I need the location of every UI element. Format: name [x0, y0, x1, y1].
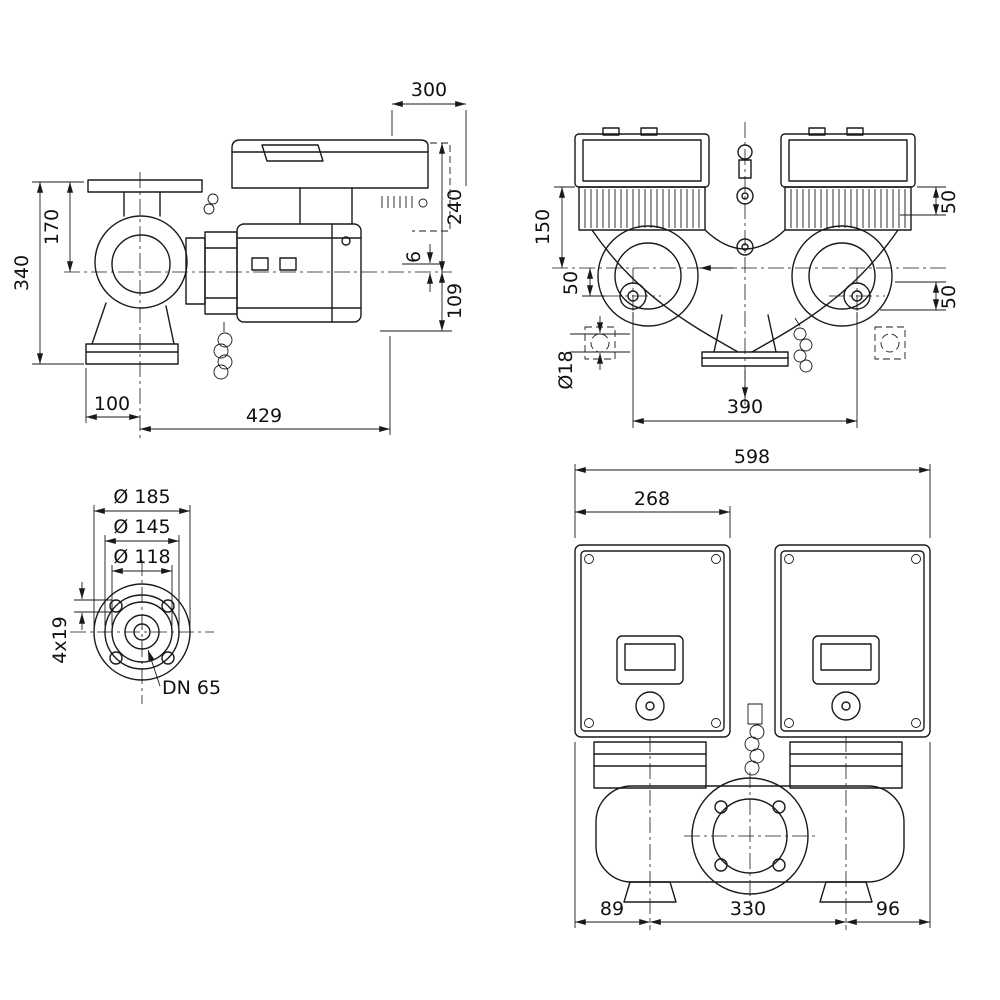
front-view-centerlines — [649, 736, 847, 930]
dim-label-50-left: 50 — [560, 271, 582, 295]
dim-label-150: 150 — [532, 209, 554, 245]
dim-label-50-right-top: 50 — [938, 190, 960, 214]
front-view-dimensions — [574, 464, 931, 928]
dim-label-dia145: Ø 145 — [113, 516, 170, 538]
dim-label-340: 340 — [11, 255, 33, 291]
dim-label-390: 390 — [727, 396, 763, 418]
dim-label-4x19: 4x19 — [49, 616, 71, 664]
front-view-details — [584, 554, 921, 776]
front-view-outline — [574, 544, 931, 903]
dim-label-429: 429 — [246, 405, 282, 427]
flange-centerlines — [70, 560, 214, 704]
dim-label-50-right-bottom: 50 — [938, 285, 960, 309]
side-view-clearance-hidden — [412, 142, 451, 232]
dim-label-330: 330 — [730, 898, 766, 920]
flange-view: Ø 185 Ø 145 Ø 118 4x19 DN 65 — [49, 486, 221, 704]
dim-label-598: 598 — [734, 446, 770, 468]
side-view: 300 170 340 240 109 6 100 429 — [11, 79, 467, 438]
side-view-details — [203, 193, 428, 380]
dim-label-dn65: DN 65 — [162, 677, 221, 699]
side-view-centerlines — [64, 172, 452, 438]
top-view: 150 50 50 50 Ø18 390 — [532, 122, 960, 428]
dim-label-109: 109 — [444, 283, 466, 319]
dim-label-100: 100 — [94, 393, 130, 415]
front-view: 598 268 89 330 96 — [574, 446, 931, 930]
flange-dimensions — [74, 505, 191, 687]
dim-label-240: 240 — [444, 189, 466, 225]
top-view-dimensions — [554, 186, 946, 428]
dim-label-300: 300 — [411, 79, 447, 101]
dim-label-dia18: Ø18 — [555, 350, 577, 389]
dim-label-dia185: Ø 185 — [113, 486, 170, 508]
dim-label-96: 96 — [876, 898, 900, 920]
dim-label-170: 170 — [41, 209, 63, 245]
dim-label-268: 268 — [634, 488, 670, 510]
dim-label-89: 89 — [600, 898, 624, 920]
side-view-outline — [85, 139, 429, 365]
dim-label-dia118: Ø 118 — [113, 546, 170, 568]
top-view-centerlines — [552, 122, 948, 405]
side-view-dimensions — [32, 100, 467, 435]
dim-label-6: 6 — [403, 251, 425, 263]
